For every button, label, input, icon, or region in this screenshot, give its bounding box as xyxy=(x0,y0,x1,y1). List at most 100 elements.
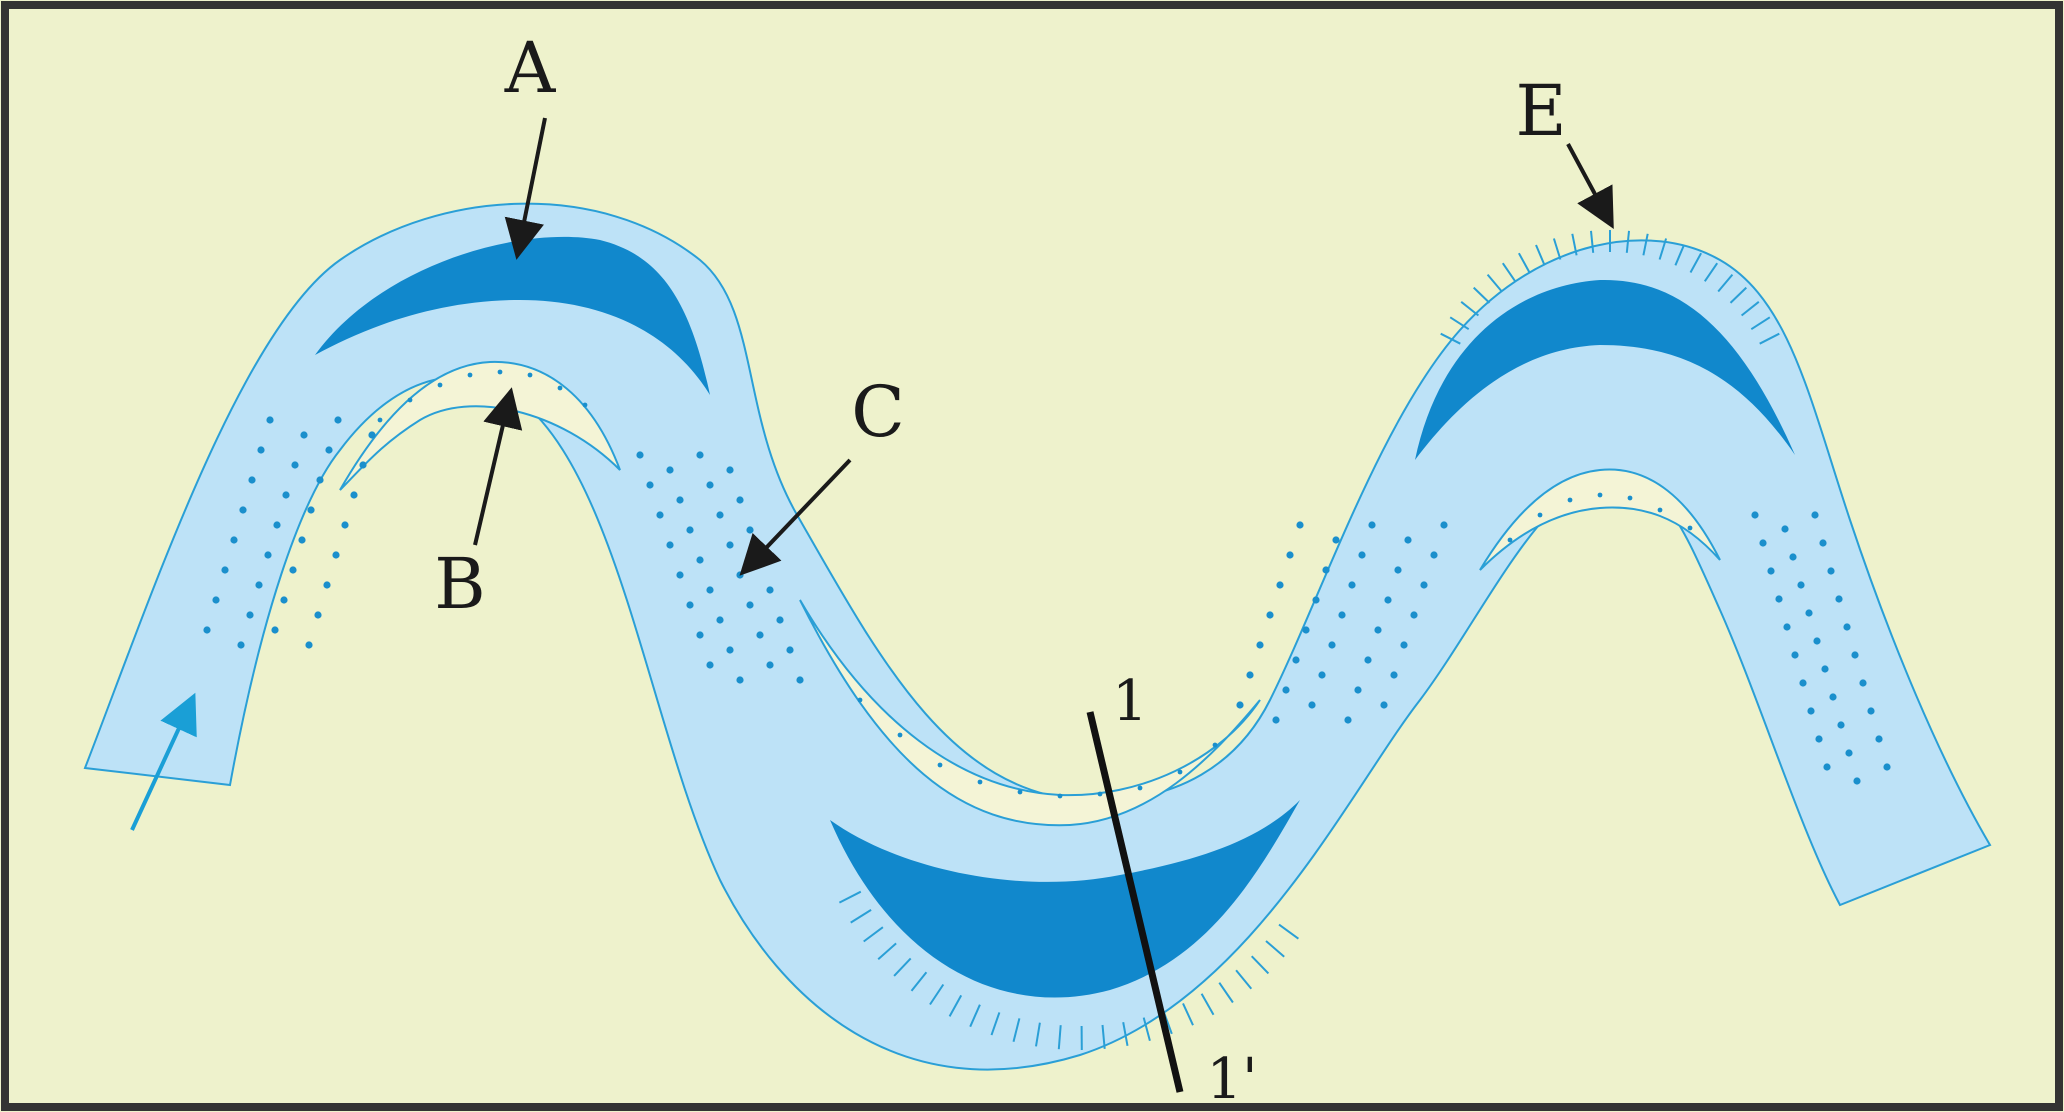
sediment-dot xyxy=(746,526,753,533)
sediment-dot xyxy=(291,461,298,468)
sediment-dot xyxy=(646,481,653,488)
sediment-dot xyxy=(656,511,663,518)
sand-dot xyxy=(1058,794,1063,799)
sediment-dot xyxy=(1821,665,1828,672)
sediment-dot xyxy=(1805,609,1812,616)
sediment-dot xyxy=(776,616,783,623)
sediment-dot xyxy=(696,631,703,638)
sediment-dot xyxy=(1318,671,1325,678)
sediment-dot xyxy=(796,676,803,683)
sediment-dot xyxy=(1775,595,1782,602)
sediment-dot xyxy=(1410,611,1417,618)
sediment-dot xyxy=(706,586,713,593)
sand-dot xyxy=(1508,538,1513,543)
sediment-dot xyxy=(736,496,743,503)
sand-dot xyxy=(1178,770,1183,775)
sediment-dot xyxy=(1400,641,1407,648)
sediment-dot xyxy=(300,431,307,438)
sediment-dot xyxy=(1783,623,1790,630)
sediment-dot xyxy=(756,631,763,638)
sediment-dot xyxy=(264,551,271,558)
sediment-dot xyxy=(1296,521,1303,528)
sediment-dot xyxy=(237,641,244,648)
sediment-dot xyxy=(1827,567,1834,574)
sediment-dot xyxy=(1276,581,1283,588)
sediment-dot xyxy=(766,586,773,593)
sediment-dot xyxy=(1845,749,1852,756)
sediment-dot xyxy=(1282,686,1289,693)
sediment-dot xyxy=(1813,637,1820,644)
label-C: C xyxy=(851,371,905,453)
sediment-dot xyxy=(1835,595,1842,602)
sediment-dot xyxy=(686,601,693,608)
sediment-dot xyxy=(230,536,237,543)
sediment-dot xyxy=(676,571,683,578)
label-B: B xyxy=(434,543,485,625)
sediment-dot xyxy=(1308,701,1315,708)
sediment-dot xyxy=(1302,626,1309,633)
sediment-dot xyxy=(1328,641,1335,648)
sand-dot xyxy=(858,698,863,703)
sand-dot xyxy=(498,370,503,375)
sediment-dot xyxy=(314,611,321,618)
sediment-dot xyxy=(323,581,330,588)
sediment-dot xyxy=(1380,701,1387,708)
sediment-dot xyxy=(706,661,713,668)
sediment-dot xyxy=(696,451,703,458)
sediment-dot xyxy=(1759,539,1766,546)
sediment-dot xyxy=(341,521,348,528)
sediment-dot xyxy=(1286,551,1293,558)
sand-dot xyxy=(1598,493,1603,498)
sediment-dot xyxy=(1853,777,1860,784)
sand-dot xyxy=(1018,790,1023,795)
sediment-dot xyxy=(1791,651,1798,658)
sediment-dot xyxy=(1394,566,1401,573)
sediment-dot xyxy=(221,566,228,573)
sediment-dot xyxy=(1781,525,1788,532)
sediment-dot xyxy=(1420,581,1427,588)
sediment-dot xyxy=(1843,623,1850,630)
sediment-dot xyxy=(736,676,743,683)
sediment-dot xyxy=(706,481,713,488)
sand-dot xyxy=(1688,526,1693,531)
sediment-dot xyxy=(1348,581,1355,588)
sediment-dot xyxy=(1368,521,1375,528)
sediment-dot xyxy=(726,646,733,653)
sediment-dot xyxy=(716,616,723,623)
sediment-dot xyxy=(726,541,733,548)
sediment-dot xyxy=(305,641,312,648)
sediment-dot xyxy=(257,446,264,453)
sand-dot xyxy=(1538,513,1543,518)
sand-dot xyxy=(1138,786,1143,791)
sediment-dot xyxy=(1266,611,1273,618)
sediment-dot xyxy=(255,581,262,588)
sediment-dot xyxy=(666,466,673,473)
sediment-dot xyxy=(686,526,693,533)
sediment-dot xyxy=(1322,566,1329,573)
sediment-dot xyxy=(726,466,733,473)
sand-dot xyxy=(408,398,413,403)
sediment-dot xyxy=(786,646,793,653)
sediment-dot xyxy=(1807,707,1814,714)
sediment-dot xyxy=(1875,735,1882,742)
sediment-dot xyxy=(248,476,255,483)
sediment-dot xyxy=(289,566,296,573)
sediment-dot xyxy=(1390,671,1397,678)
label-A: A xyxy=(504,27,557,109)
sediment-dot xyxy=(280,596,287,603)
sediment-dot xyxy=(212,596,219,603)
sediment-dot xyxy=(1338,611,1345,618)
sand-dot xyxy=(1658,508,1663,513)
sediment-dot xyxy=(716,511,723,518)
sand-dot xyxy=(583,403,588,408)
sediment-dot xyxy=(282,491,289,498)
sand-dot xyxy=(1098,792,1103,797)
sediment-dot xyxy=(1358,551,1365,558)
sediment-dot xyxy=(334,416,341,423)
sediment-dot xyxy=(325,446,332,453)
sediment-dot xyxy=(1823,763,1830,770)
sediment-dot xyxy=(766,661,773,668)
sand-dot xyxy=(468,373,473,378)
sediment-dot xyxy=(1767,567,1774,574)
